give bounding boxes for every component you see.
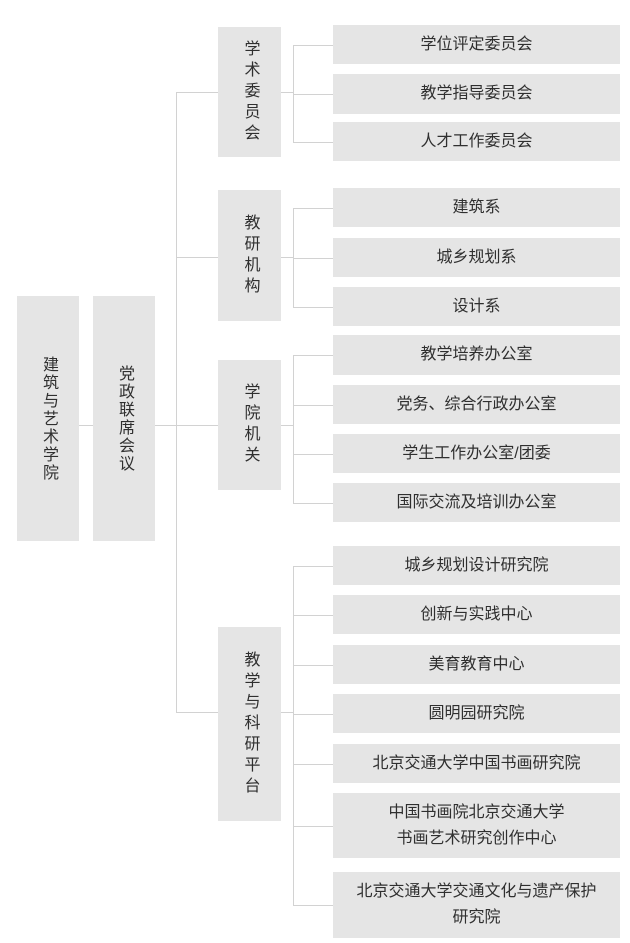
connector-line	[293, 714, 333, 715]
node-college: 建筑与艺术学院	[17, 296, 79, 541]
leaf-node: 美育教育中心	[333, 645, 620, 684]
connector-line	[176, 92, 177, 712]
leaf-node: 城乡规划系	[333, 238, 620, 277]
node-label: 党政联席会议	[116, 364, 133, 473]
leaf-node: 教学培养办公室	[333, 335, 620, 375]
leaf-node: 人才工作委员会	[333, 122, 620, 161]
leaf-node: 北京交通大学中国书画研究院	[333, 744, 620, 783]
leaf-node: 创新与实践中心	[333, 595, 620, 634]
connector-line	[281, 257, 293, 258]
connector-line	[176, 712, 218, 713]
node-academic-committee: 学术委员会	[218, 27, 281, 157]
connector-line	[293, 307, 333, 308]
connector-line	[293, 503, 333, 504]
node-college-offices: 学院机关	[218, 360, 281, 490]
leaf-node: 设计系	[333, 287, 620, 326]
connector-line	[293, 355, 294, 503]
connector-line	[281, 712, 293, 713]
connector-line	[293, 454, 333, 455]
leaf-node: 党务、综合行政办公室	[333, 385, 620, 424]
connector-line	[293, 208, 333, 209]
node-label: 学术委员会	[241, 39, 259, 145]
node-label: 教研机构	[241, 213, 259, 298]
node-label: 学院机关	[241, 383, 259, 467]
connector-line	[176, 257, 218, 258]
connector-line	[293, 45, 333, 46]
connector-line	[176, 425, 218, 426]
connector-line	[293, 566, 294, 905]
leaf-node: 北京交通大学交通文化与遗产保护 研究院	[333, 872, 620, 938]
node-teaching-research-units: 教研机构	[218, 190, 281, 321]
connector-line	[293, 94, 333, 95]
connector-line	[293, 615, 333, 616]
connector-line	[293, 566, 333, 567]
connector-line	[293, 208, 294, 307]
connector-line	[293, 665, 333, 666]
connector-line	[293, 142, 333, 143]
connector-line	[293, 405, 333, 406]
connector-line	[281, 92, 293, 93]
leaf-node: 中国书画院北京交通大学 书画艺术研究创作中心	[333, 793, 620, 858]
connector-line	[293, 764, 333, 765]
node-joint-meeting: 党政联席会议	[93, 296, 155, 541]
connector-line	[176, 92, 218, 93]
leaf-node: 教学指导委员会	[333, 74, 620, 114]
connector-line	[293, 258, 333, 259]
leaf-node: 学生工作办公室/团委	[333, 434, 620, 473]
node-label: 教学与科研平台	[241, 650, 259, 798]
leaf-node: 城乡规划设计研究院	[333, 546, 620, 585]
node-label: 建筑与艺术学院	[40, 355, 57, 482]
connector-line	[293, 826, 333, 827]
connector-line	[293, 905, 333, 906]
node-teaching-research-platforms: 教学与科研平台	[218, 627, 281, 821]
leaf-node: 建筑系	[333, 188, 620, 227]
connector-line	[293, 355, 333, 356]
leaf-node: 学位评定委员会	[333, 25, 620, 64]
connector-line	[281, 425, 293, 426]
leaf-node: 国际交流及培训办公室	[333, 483, 620, 522]
leaf-node: 圆明园研究院	[333, 694, 620, 733]
connector-line	[293, 45, 294, 142]
